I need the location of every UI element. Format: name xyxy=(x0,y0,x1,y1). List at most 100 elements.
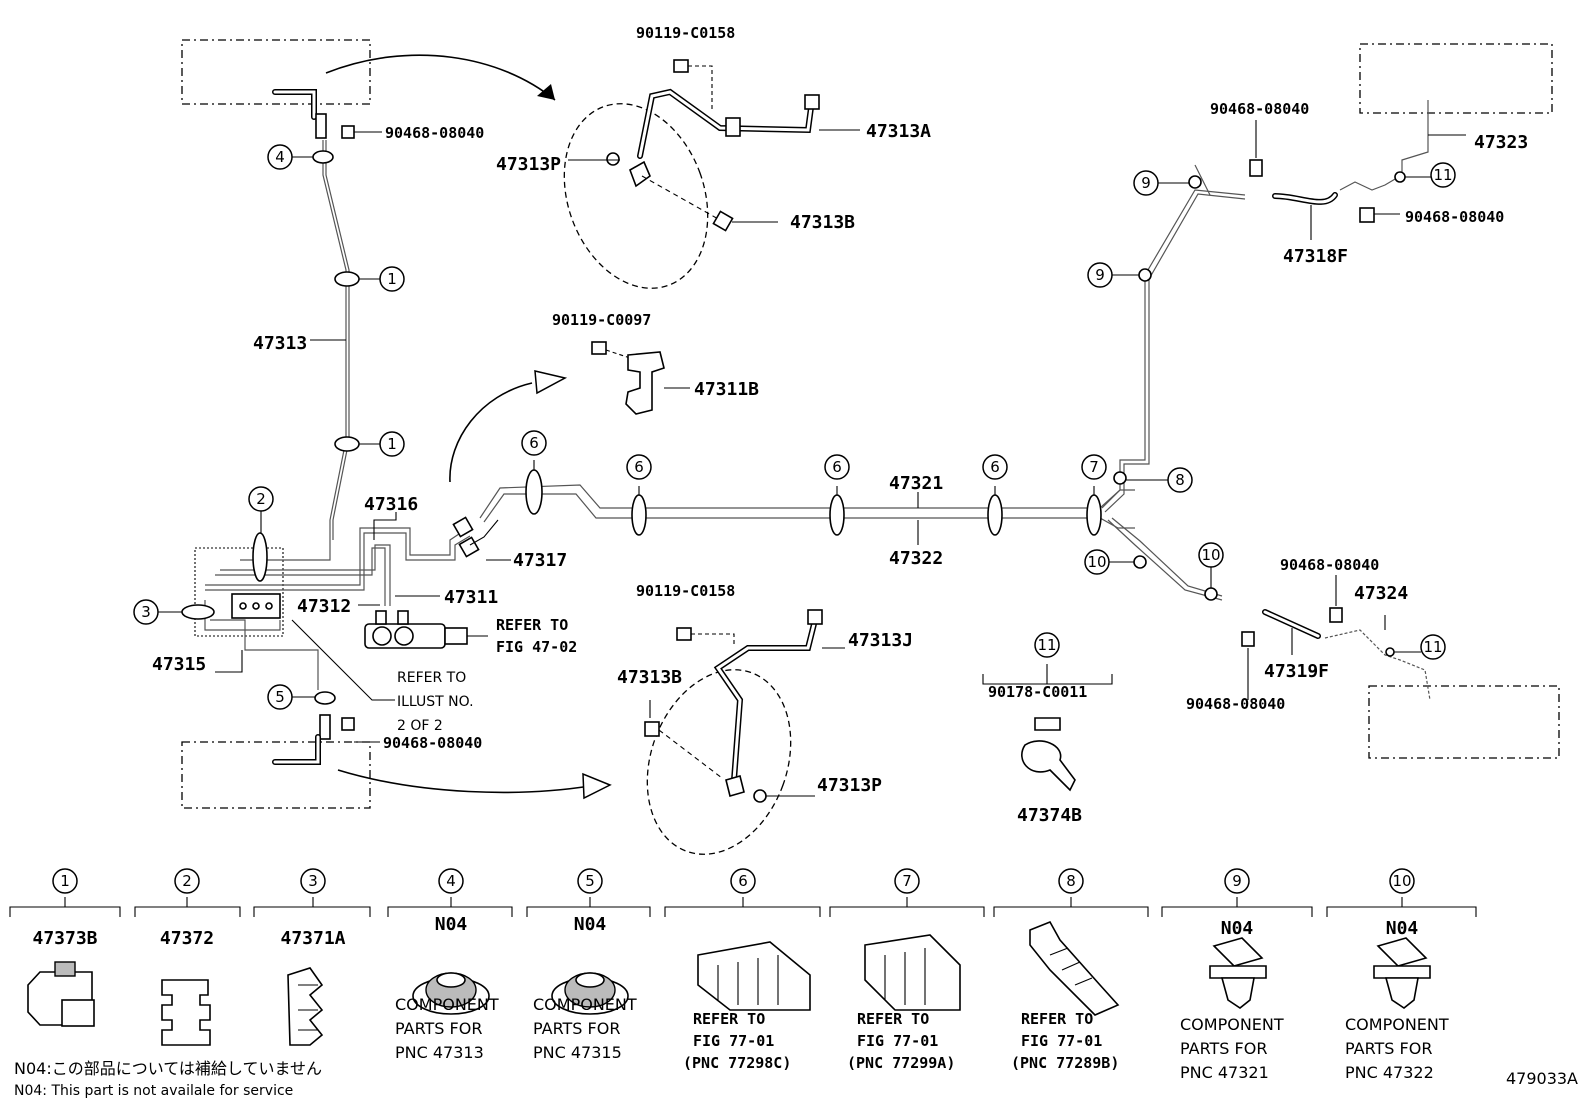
label-47313P-bottom: 47313P xyxy=(817,775,882,796)
callout-9-upper: 9 xyxy=(1133,170,1189,196)
label-47313B-top: 47313B xyxy=(790,212,855,233)
svg-text:9: 9 xyxy=(1095,266,1105,284)
svg-text:1: 1 xyxy=(387,270,397,288)
legend-bubble-6: 6 xyxy=(730,868,756,894)
legend-code-2: 47372 xyxy=(160,928,214,949)
refer-illust-line2: ILLUST NO. xyxy=(397,694,474,710)
legend-desc-5-1: COMPONENT xyxy=(533,995,637,1014)
body-outline-boxes xyxy=(181,39,1560,855)
legend-desc-6-3: (PNC 77298C) xyxy=(683,1054,791,1072)
label-90468-left-bottom: 90468-08040 xyxy=(383,734,482,752)
legend-bubble-5: 5 xyxy=(577,868,603,894)
legend-desc-4-2: PARTS FOR xyxy=(395,1019,482,1038)
svg-text:1: 1 xyxy=(60,872,70,890)
svg-text:5: 5 xyxy=(275,688,285,706)
legend-desc-7-1: REFER TO xyxy=(857,1010,929,1028)
svg-text:6: 6 xyxy=(634,458,644,476)
svg-text:6: 6 xyxy=(529,434,539,452)
legend-desc-5-3: PNC 47315 xyxy=(533,1043,622,1062)
label-47315: 47315 xyxy=(152,654,206,675)
label-47313P-top: 47313P xyxy=(496,154,561,175)
label-90468-right-lower: 90468-08040 xyxy=(1280,556,1379,574)
svg-text:2: 2 xyxy=(256,490,266,508)
label-47374B: 47374B xyxy=(1017,805,1082,826)
svg-text:11: 11 xyxy=(1433,166,1452,184)
label-90468-right-bottom: 90468-08040 xyxy=(1186,695,1285,713)
legend-icons xyxy=(27,920,1431,1046)
footnotes: N04:この部品については補給していません N04: This part is … xyxy=(14,1059,1578,1099)
svg-text:9: 9 xyxy=(1141,174,1151,192)
callout-11-lower: 11 xyxy=(1394,634,1446,660)
svg-text:2: 2 xyxy=(182,872,192,890)
clip-47374B xyxy=(982,664,1113,792)
legend-bubble-9: 9 xyxy=(1224,868,1250,894)
legend-desc-8-1: REFER TO xyxy=(1021,1010,1093,1028)
svg-text:7: 7 xyxy=(902,872,912,890)
callout-11-clip: 11 xyxy=(1034,632,1060,658)
label-47324: 47324 xyxy=(1354,583,1408,604)
label-90468-top-left: 90468-08040 xyxy=(385,124,484,142)
label-47313B-bottom: 47313B xyxy=(617,667,682,688)
svg-text:9: 9 xyxy=(1232,872,1242,890)
footnote-en: N04: This part is not availale for servi… xyxy=(14,1083,293,1099)
label-47311: 47311 xyxy=(444,587,498,608)
legend-desc-5-2: PARTS FOR xyxy=(533,1019,620,1038)
callout-6-a: 6 xyxy=(521,430,547,456)
legend-bubble-2: 2 xyxy=(174,868,200,894)
legend-desc-7-3: (PNC 77299A) xyxy=(847,1054,955,1072)
legend-bubble-8: 8 xyxy=(1058,868,1084,894)
label-90178-C0011: 90178-C0011 xyxy=(988,683,1087,701)
legend-desc-8-2: FIG 77-01 xyxy=(1021,1032,1102,1050)
legend-frames xyxy=(9,897,1477,917)
svg-text:5: 5 xyxy=(585,872,595,890)
bracket-47311B xyxy=(591,341,690,415)
refer-fig-47-02-line2: FIG 47-02 xyxy=(496,638,577,656)
left-brake-line xyxy=(272,89,382,540)
callout-bubbles: 4 1 1 2 3 5 6 6 6 6 7 8 9 9 11 10 10 11 … xyxy=(52,144,1456,894)
label-47316: 47316 xyxy=(364,494,418,515)
actuator-block xyxy=(181,512,511,765)
svg-text:10: 10 xyxy=(1087,553,1106,571)
svg-text:1: 1 xyxy=(387,435,397,453)
label-90119-C0158-top: 90119-C0158 xyxy=(636,24,735,42)
label-47322: 47322 xyxy=(889,548,943,569)
legend-bubble-10: 10 xyxy=(1389,868,1415,894)
callout-4-left: 4 xyxy=(267,144,313,170)
svg-text:7: 7 xyxy=(1089,458,1099,476)
svg-text:3: 3 xyxy=(141,603,151,621)
label-47321: 47321 xyxy=(889,473,943,494)
front-hose-detail-bottom xyxy=(644,609,845,803)
legend-desc-4-1: COMPONENT xyxy=(395,995,499,1014)
part-labels: 90119-C0158 47313A 47313P 47313B 90468-0… xyxy=(152,24,1528,826)
legend-desc-7-2: FIG 77-01 xyxy=(857,1032,938,1050)
label-47312: 47312 xyxy=(297,596,351,617)
legend-code-9: N04 xyxy=(1221,918,1254,939)
legend-code-5: N04 xyxy=(574,914,607,935)
footnote-jp: N04:この部品については補給していません xyxy=(14,1059,322,1078)
legend-code-4: N04 xyxy=(435,914,468,935)
label-47311B: 47311B xyxy=(694,379,759,400)
flow-arrows xyxy=(325,54,612,800)
label-47318F: 47318F xyxy=(1283,246,1348,267)
legend-desc-4-3: PNC 47313 xyxy=(395,1043,484,1062)
label-90468-right-mid: 90468-08040 xyxy=(1405,208,1504,226)
legend-desc-10-2: PARTS FOR xyxy=(1345,1039,1432,1058)
label-47323: 47323 xyxy=(1474,132,1528,153)
legend-code-10: N04 xyxy=(1386,918,1419,939)
refer-fig-47-02-line1: REFER TO xyxy=(496,616,568,634)
diagram-refer-notes: REFER TO FIG 47-02 REFER TO ILLUST NO. 2… xyxy=(397,616,577,734)
svg-text:4: 4 xyxy=(446,872,456,890)
callout-10-right: 10 xyxy=(1198,542,1224,588)
label-47313J: 47313J xyxy=(848,630,913,651)
legend-desc-10-3: PNC 47322 xyxy=(1345,1063,1434,1082)
front-hose-detail-top xyxy=(568,59,860,232)
rear-line-lower xyxy=(1107,517,1431,701)
callout-1-lower: 1 xyxy=(359,431,405,457)
callout-11-upper: 11 xyxy=(1405,162,1456,188)
svg-text:8: 8 xyxy=(1066,872,1076,890)
callout-3: 3 xyxy=(133,599,182,625)
legend-texts: 47373B 47372 47371A N04 N04 N04 N04 COMP… xyxy=(32,914,1448,1082)
callout-9-lower: 9 xyxy=(1087,262,1139,288)
rear-line-upper xyxy=(1101,100,1466,513)
